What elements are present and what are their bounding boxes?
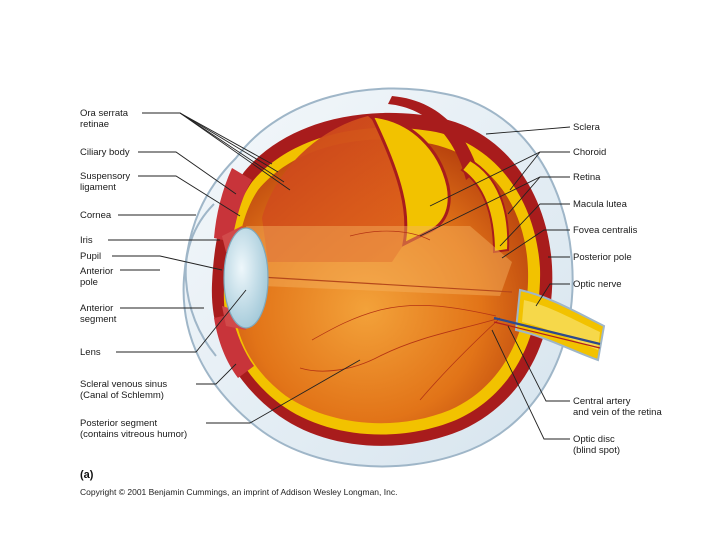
label-line: Sclera — [573, 122, 600, 133]
label-line: and vein of the retina — [573, 407, 662, 418]
cut-plane — [246, 226, 512, 296]
label-line: Retina — [573, 172, 601, 183]
label-optic-nerve: Optic nerve — [573, 279, 622, 290]
label-line: Iris — [80, 235, 93, 246]
cut-plane-edge — [243, 275, 513, 293]
label-line: Ciliary body — [80, 147, 130, 158]
label-macula-lutea: Macula lutea — [573, 199, 627, 210]
label-line: Anterior — [80, 303, 114, 314]
label-line: Fovea centralis — [573, 225, 638, 236]
label-line: Ora serrata — [80, 108, 129, 119]
central-vessel-2 — [493, 321, 601, 349]
retinal-vessel — [419, 319, 499, 401]
label-posterior-pole: Posterior pole — [573, 252, 632, 263]
label-pupil: Pupil — [80, 251, 101, 262]
label-line: Anterior — [80, 266, 114, 277]
retinal-vessel — [349, 230, 431, 241]
label-line: Optic nerve — [573, 279, 622, 290]
label-line: Posterior pole — [573, 252, 632, 263]
optic-nerve-sheath — [522, 300, 600, 350]
label-fovea-centralis: Fovea centralis — [573, 225, 637, 236]
panel-label: (a) — [80, 469, 94, 481]
label-line: Scleral venous sinus — [80, 379, 168, 390]
label-line: Cornea — [80, 210, 112, 221]
label-line: Choroid — [573, 147, 607, 158]
label-optic-disc: Optic disc(blind spot) — [573, 434, 620, 456]
central-vessel — [493, 316, 601, 346]
cutaway-flap — [369, 114, 451, 247]
cornea-shape — [184, 203, 217, 357]
label-line: Macula lutea — [573, 199, 627, 210]
copyright-line: Copyright © 2001 Benjamin Cummings, an i… — [80, 487, 398, 497]
label-ciliary-body: Ciliary body — [80, 147, 130, 158]
label-choroid: Choroid — [573, 147, 606, 158]
retinal-vessel — [311, 304, 497, 341]
retinal-vessel — [299, 317, 501, 372]
label-line: Suspensory — [80, 171, 131, 182]
label-posterior-segment: Posterior segment(contains vitreous humo… — [80, 418, 187, 440]
lens-shape — [223, 227, 269, 329]
label-sclera: Sclera — [573, 122, 600, 133]
label-line: segment — [80, 314, 117, 325]
label-line: ligament — [80, 182, 116, 193]
label-line: pole — [80, 277, 98, 288]
ciliary-body-lower — [214, 314, 254, 378]
label-line: (Canal of Schlemm) — [80, 390, 164, 401]
label-line: Central artery — [573, 396, 631, 407]
cutaway-retina-fold — [460, 158, 510, 254]
label-line: Posterior segment — [80, 418, 158, 429]
label-scleral-venous-sinus: Scleral venous sinus(Canal of Schlemm) — [80, 379, 167, 401]
label-cornea: Cornea — [80, 210, 111, 221]
label-line: Optic disc — [573, 434, 615, 445]
ciliary-body-shape — [214, 168, 252, 242]
label-line: (blind spot) — [573, 445, 620, 456]
label-retina: Retina — [573, 172, 600, 183]
label-lens: Lens — [80, 347, 101, 358]
label-line: Pupil — [80, 251, 102, 262]
label-line: retinae — [80, 119, 110, 130]
label-line: Lens — [80, 347, 101, 358]
label-iris: Iris — [80, 235, 93, 246]
leader-lines — [108, 112, 571, 440]
label-line: (contains vitreous humor) — [80, 429, 188, 440]
